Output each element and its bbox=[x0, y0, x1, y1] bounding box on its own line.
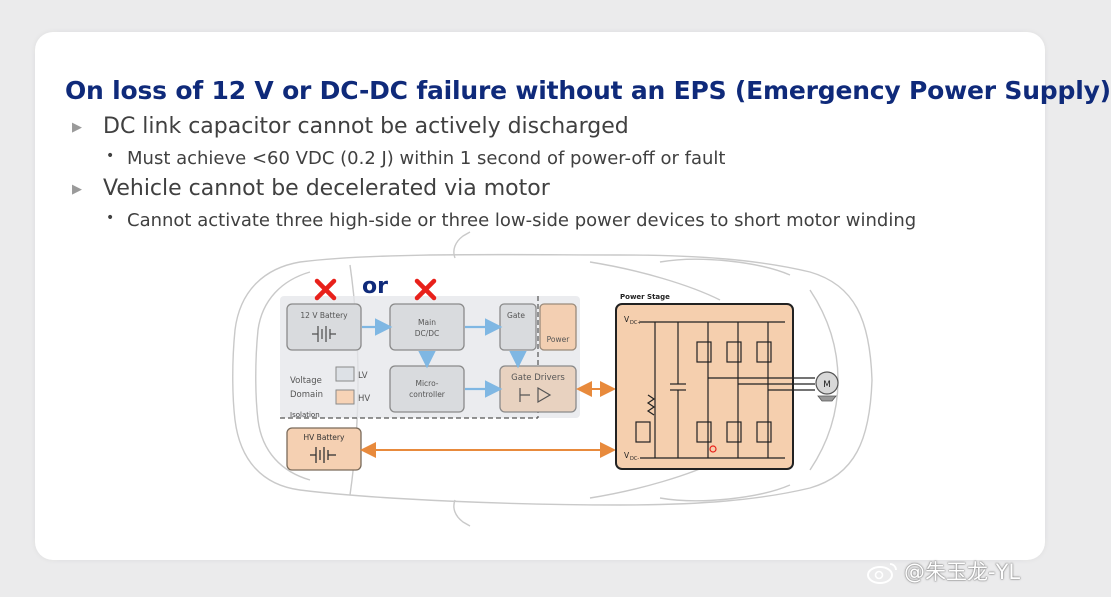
watermark-text: @朱玉龙-YL bbox=[904, 560, 1021, 584]
hv-legend-swatch bbox=[335, 389, 355, 405]
svg-text:DC/DC: DC/DC bbox=[415, 329, 440, 338]
weibo-logo-icon bbox=[867, 563, 897, 584]
svg-text:Voltage: Voltage bbox=[290, 376, 322, 386]
svg-text:controller: controller bbox=[409, 390, 446, 399]
bullet-dot-icon: • bbox=[106, 210, 115, 226]
svg-text:Power: Power bbox=[547, 335, 571, 344]
bullet-1: DC link capacitor cannot be actively dis… bbox=[103, 114, 629, 139]
svg-text:Isolation: Isolation bbox=[290, 411, 320, 419]
svg-text:Gate: Gate bbox=[507, 311, 525, 320]
svg-text:DC-: DC- bbox=[630, 456, 639, 462]
svg-text:HV Battery: HV Battery bbox=[304, 433, 345, 442]
gate-driver-icon bbox=[519, 386, 552, 404]
bullet-2: Vehicle cannot be decelerated via motor bbox=[103, 176, 550, 201]
lv-legend-swatch bbox=[335, 366, 355, 382]
power-box bbox=[539, 303, 577, 351]
battery-12v-box bbox=[286, 303, 362, 351]
sub-bullet-1: Must achieve <60 VDC (0.2 J) within 1 se… bbox=[127, 148, 726, 169]
battery-12v-label: 12 V Battery bbox=[300, 311, 348, 320]
powertrain-diagram: 12 V Battery Main DC/DC Gate Power Micro… bbox=[232, 231, 873, 527]
svg-text:Gate Drivers: Gate Drivers bbox=[511, 373, 565, 383]
hv-battery-icon bbox=[310, 447, 336, 463]
svg-text:HV: HV bbox=[358, 394, 370, 404]
bullet-arrow-icon: ▶ bbox=[72, 120, 82, 135]
fault-marker-icon bbox=[709, 445, 717, 453]
or-label: or bbox=[362, 274, 388, 299]
inverter-schematic bbox=[635, 321, 815, 459]
sub-bullet-2: Cannot activate three high-side or three… bbox=[127, 210, 917, 231]
motor-label: M bbox=[823, 380, 831, 390]
svg-text:Main: Main bbox=[418, 318, 436, 327]
slide-title: On loss of 12 V or DC-DC failure without… bbox=[65, 76, 1111, 105]
svg-text:Power Stage: Power Stage bbox=[620, 293, 670, 301]
bullet-dot-icon: • bbox=[106, 148, 115, 164]
failure-x-icon bbox=[314, 278, 437, 301]
power-stage-box bbox=[615, 303, 794, 470]
motor-icon bbox=[815, 371, 839, 395]
battery-icon bbox=[312, 326, 336, 342]
svg-text:Micro-: Micro- bbox=[415, 379, 438, 388]
svg-text:V: V bbox=[624, 315, 630, 324]
svg-text:DC+: DC+ bbox=[630, 320, 642, 326]
lv-arrows bbox=[362, 318, 527, 398]
bullet-arrow-icon: ▶ bbox=[72, 182, 82, 197]
svg-text:Domain: Domain bbox=[290, 390, 323, 400]
svg-text:LV: LV bbox=[358, 371, 368, 381]
svg-text:V: V bbox=[624, 451, 630, 460]
main-dcdc-box bbox=[389, 303, 465, 351]
microcontroller-box bbox=[389, 365, 465, 413]
